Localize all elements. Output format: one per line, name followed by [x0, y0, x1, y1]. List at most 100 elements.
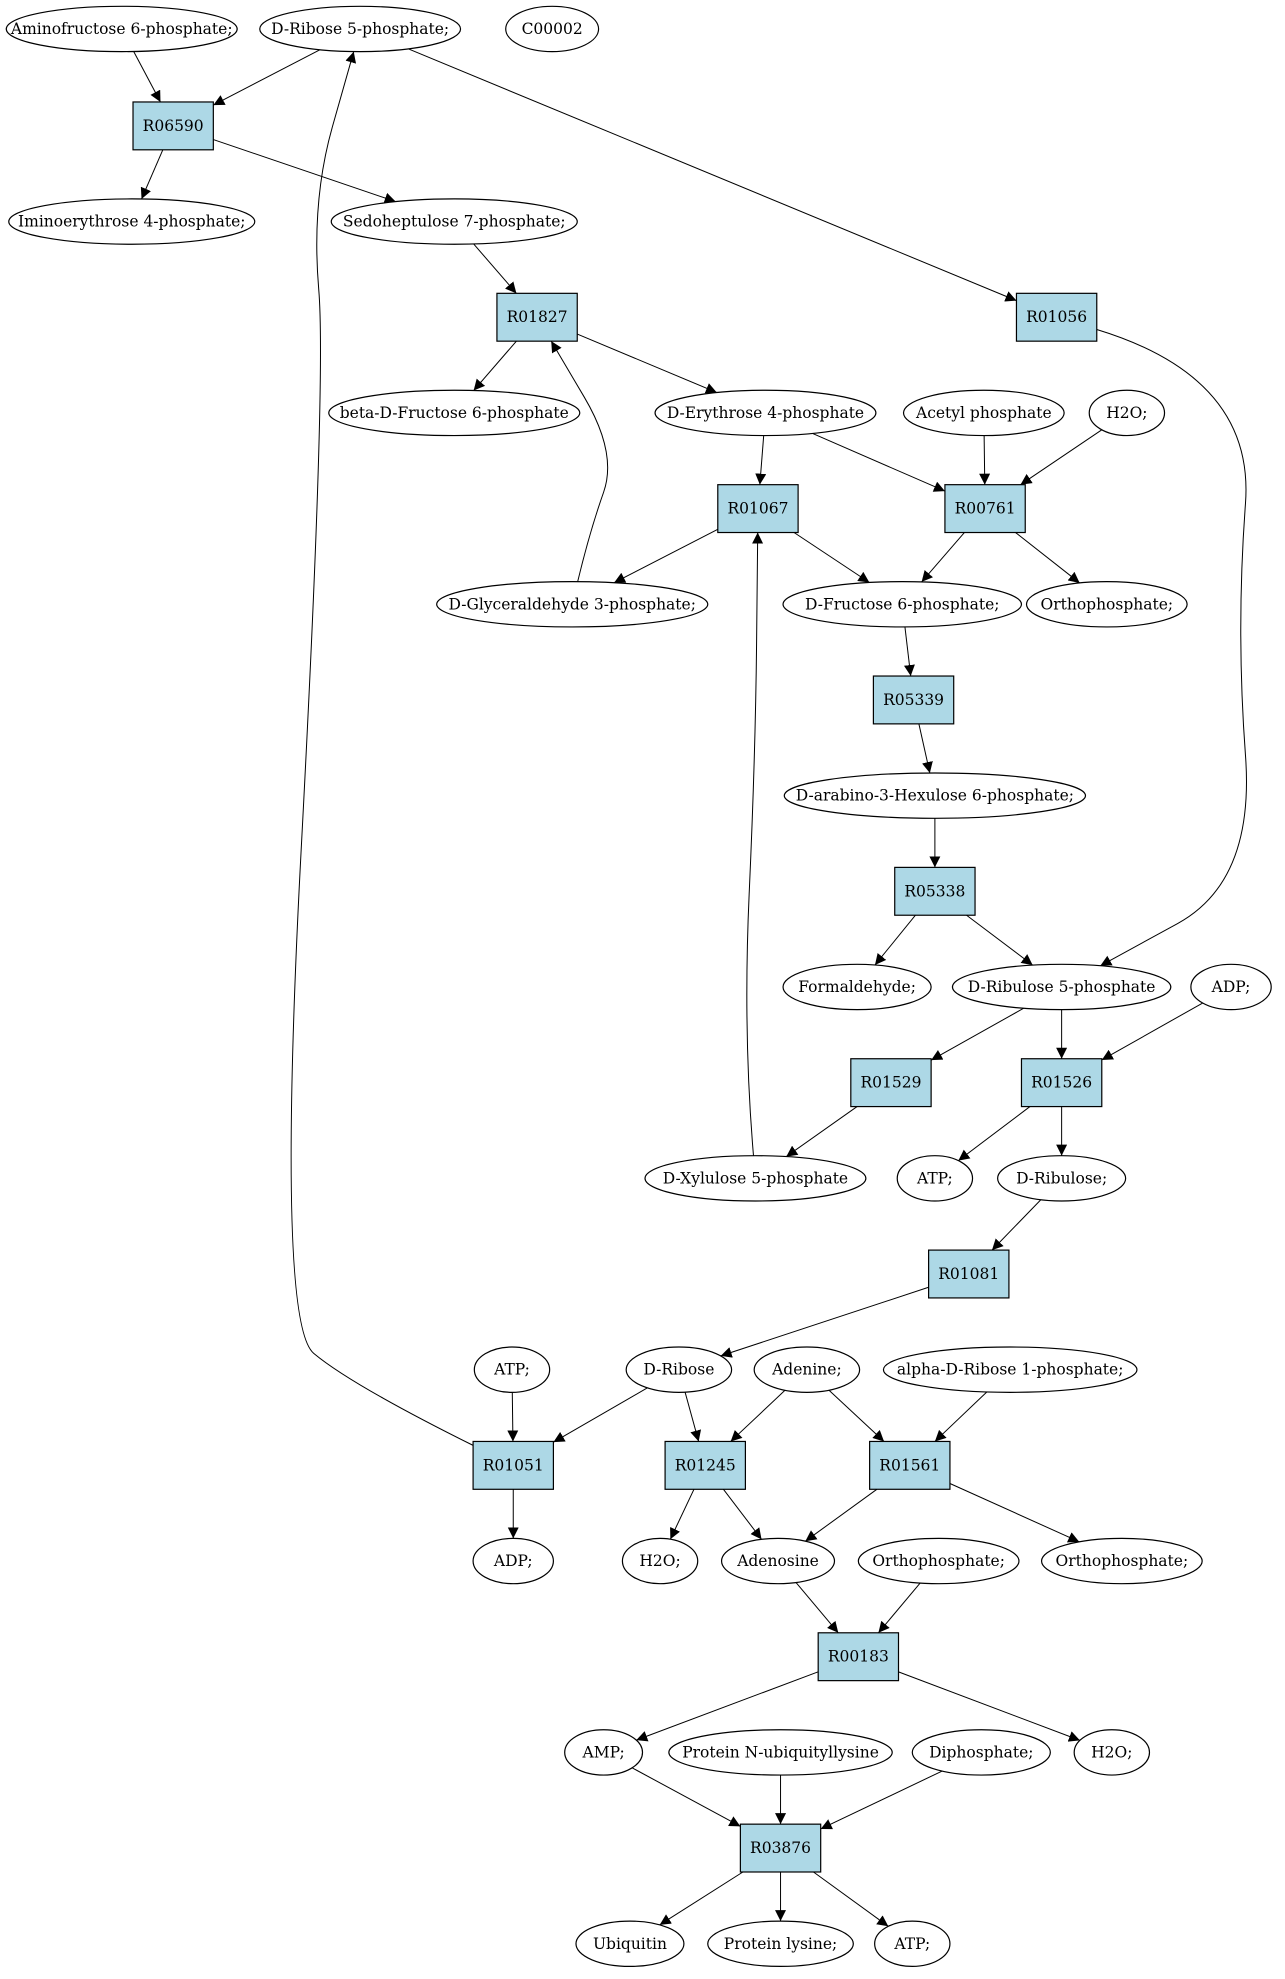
compound-ellipse[interactable]: [782, 581, 1023, 628]
compound-ellipse[interactable]: [564, 1729, 644, 1776]
reaction-node-r01245[interactable]: R01245: [664, 1440, 747, 1490]
compound-node-diphosphate[interactable]: Diphosphate;: [911, 1729, 1051, 1776]
compound-ellipse[interactable]: [575, 1920, 685, 1968]
compound-node-formaldehyde[interactable]: Formaldehyde;: [782, 963, 932, 1011]
compound-ellipse[interactable]: [436, 581, 709, 628]
reaction-box[interactable]: [717, 484, 799, 534]
compound-ellipse[interactable]: [902, 389, 1065, 437]
compound-ellipse[interactable]: [644, 1155, 867, 1202]
compound-node-atp-2[interactable]: ATP;: [473, 1346, 551, 1393]
compound-ellipse[interactable]: [782, 963, 932, 1011]
compound-node-atp-1[interactable]: ATP;: [896, 1155, 974, 1202]
compound-ellipse[interactable]: [654, 389, 877, 437]
compound-node-h2o-1[interactable]: H2O;: [1088, 389, 1166, 437]
compound-node-ribulose[interactable]: D-Ribulose;: [997, 1155, 1127, 1202]
compound-node-adenine[interactable]: Adenine;: [753, 1346, 861, 1393]
compound-ellipse[interactable]: [259, 5, 462, 53]
compound-ellipse[interactable]: [896, 1155, 974, 1202]
compound-node-aminofructose6p[interactable]: Aminofructose 6-phosphate;: [5, 5, 238, 53]
reaction-node-r01526[interactable]: R01526: [1020, 1058, 1103, 1108]
reaction-box[interactable]: [817, 1632, 900, 1682]
compound-node-glyceraldehyde3p[interactable]: D-Glyceraldehyde 3-phosphate;: [436, 581, 709, 628]
compound-node-ribose5p[interactable]: D-Ribose 5-phosphate;: [259, 5, 462, 53]
compound-node-h2o-2[interactable]: H2O;: [621, 1537, 699, 1585]
compound-ellipse[interactable]: [1025, 581, 1188, 628]
reaction-box[interactable]: [472, 1440, 555, 1490]
compound-ellipse[interactable]: [1190, 963, 1272, 1011]
compound-node-adenosine[interactable]: Adenosine: [720, 1537, 836, 1585]
compound-ellipse[interactable]: [621, 1537, 699, 1585]
compound-ellipse[interactable]: [783, 772, 1087, 819]
compound-node-iminoerythrose4p[interactable]: Iminoerythrose 4-phosphate;: [8, 198, 256, 245]
compound-ellipse[interactable]: [505, 5, 600, 53]
reaction-node-r03876[interactable]: R03876: [739, 1823, 822, 1873]
reaction-box[interactable]: [928, 1249, 1010, 1299]
reaction-box[interactable]: [1020, 1058, 1103, 1108]
compound-node-adp-2[interactable]: ADP;: [472, 1537, 555, 1585]
reaction-node-r06590[interactable]: R06590: [132, 101, 214, 151]
reaction-box[interactable]: [872, 675, 955, 725]
compound-node-erythrose4p[interactable]: D-Erythrose 4-phosphate: [654, 389, 877, 437]
reaction-node-r00183[interactable]: R00183: [817, 1632, 900, 1682]
compound-ellipse[interactable]: [668, 1729, 893, 1776]
compound-node-acetylphosphate[interactable]: Acetyl phosphate: [902, 389, 1065, 437]
reaction-node-r01067[interactable]: R01067: [717, 484, 799, 534]
compound-ellipse[interactable]: [882, 1346, 1138, 1393]
compound-ellipse[interactable]: [720, 1537, 836, 1585]
compound-ellipse[interactable]: [472, 1537, 555, 1585]
compound-node-atp-3[interactable]: ATP;: [874, 1920, 951, 1968]
reaction-box[interactable]: [869, 1440, 951, 1490]
reaction-box[interactable]: [739, 1823, 822, 1873]
compound-ellipse[interactable]: [5, 5, 238, 53]
compound-node-sedoheptulose7p[interactable]: Sedoheptulose 7-phosphate;: [330, 198, 578, 245]
compound-node-ribulose5p[interactable]: D-Ribulose 5-phosphate: [951, 963, 1172, 1011]
compound-node-xylulose5p[interactable]: D-Xylulose 5-phosphate: [644, 1155, 867, 1202]
compound-node-ribose1p[interactable]: alpha-D-Ribose 1-phosphate;: [882, 1346, 1138, 1393]
compound-ellipse[interactable]: [1073, 1729, 1151, 1776]
compound-node-ubiquityllysine[interactable]: Protein N-ubiquityllysine: [668, 1729, 893, 1776]
compound-ellipse[interactable]: [857, 1537, 1020, 1585]
compound-ellipse[interactable]: [951, 963, 1172, 1011]
reaction-node-r05338[interactable]: R05338: [894, 866, 976, 916]
compound-node-betafructose6p[interactable]: beta-D-Fructose 6-phosphate: [328, 389, 581, 437]
compound-node-amp[interactable]: AMP;: [564, 1729, 644, 1776]
compound-node-fructose6p[interactable]: D-Fructose 6-phosphate;: [782, 581, 1023, 628]
reaction-node-r01051[interactable]: R01051: [472, 1440, 555, 1490]
compound-ellipse[interactable]: [330, 198, 578, 245]
compound-ellipse[interactable]: [625, 1346, 733, 1393]
compound-node-proteinlysine[interactable]: Protein lysine;: [707, 1920, 854, 1968]
compound-ellipse[interactable]: [1088, 389, 1166, 437]
compound-node-h2o-3[interactable]: H2O;: [1073, 1729, 1151, 1776]
reaction-box[interactable]: [132, 101, 214, 151]
reaction-box[interactable]: [496, 292, 578, 342]
compound-node-orthophosphate-2[interactable]: Orthophosphate;: [857, 1537, 1020, 1585]
compound-node-c00002[interactable]: C00002: [505, 5, 600, 53]
compound-ellipse[interactable]: [911, 1729, 1051, 1776]
compound-node-orthophosphate-1[interactable]: Orthophosphate;: [1025, 581, 1188, 628]
reaction-node-r01827[interactable]: R01827: [496, 292, 578, 342]
compound-node-ubiquitin[interactable]: Ubiquitin: [575, 1920, 685, 1968]
compound-ellipse[interactable]: [8, 198, 256, 245]
compound-ellipse[interactable]: [328, 389, 581, 437]
reaction-box[interactable]: [894, 866, 976, 916]
compound-node-ribose[interactable]: D-Ribose: [625, 1346, 733, 1393]
reaction-node-r01081[interactable]: R01081: [928, 1249, 1010, 1299]
compound-ellipse[interactable]: [753, 1346, 861, 1393]
compound-ellipse[interactable]: [997, 1155, 1127, 1202]
reaction-node-r00761[interactable]: R00761: [944, 484, 1026, 534]
reaction-node-r01056[interactable]: R01056: [1015, 292, 1098, 342]
reaction-node-r05339[interactable]: R05339: [872, 675, 955, 725]
compound-ellipse[interactable]: [874, 1920, 951, 1968]
compound-node-adp-1[interactable]: ADP;: [1190, 963, 1272, 1011]
reaction-node-r01561[interactable]: R01561: [869, 1440, 951, 1490]
reaction-node-r01529[interactable]: R01529: [850, 1058, 932, 1108]
compound-node-hexulose6p[interactable]: D-arabino-3-Hexulose 6-phosphate;: [783, 772, 1087, 819]
reaction-box[interactable]: [664, 1440, 747, 1490]
compound-ellipse[interactable]: [1040, 1537, 1203, 1585]
reaction-box[interactable]: [1015, 292, 1098, 342]
reaction-box[interactable]: [850, 1058, 932, 1108]
compound-ellipse[interactable]: [707, 1920, 854, 1968]
compound-ellipse[interactable]: [473, 1346, 551, 1393]
compound-node-orthophosphate-3[interactable]: Orthophosphate;: [1040, 1537, 1203, 1585]
reaction-box[interactable]: [944, 484, 1026, 534]
